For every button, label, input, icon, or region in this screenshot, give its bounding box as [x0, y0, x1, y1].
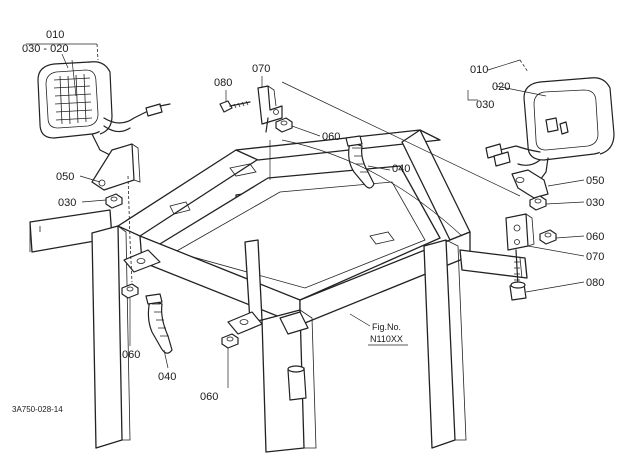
top-nut-060 [275, 117, 293, 133]
guide-line-arc [281, 139, 463, 237]
callout-left-010: 010 [46, 29, 64, 41]
left-bracket [91, 143, 141, 283]
callout-top-070: 070 [252, 63, 270, 75]
left-nut-030 [105, 193, 123, 209]
top-bolt-080 [219, 100, 251, 113]
callout-right-030b: 030 [586, 197, 604, 209]
callout-bottom-060: 060 [200, 391, 218, 403]
fig-ref-line2: N110XX [370, 334, 403, 344]
guide-line-top [281, 81, 521, 197]
callout-right-080: 080 [586, 277, 604, 289]
fig-ref-line1: Fig.No. [372, 322, 401, 332]
leader-lines [26, 43, 585, 388]
left-work-lamp [37, 61, 171, 157]
callout-labels: 010 030 - 020 080 070 060 040 050 030 06… [22, 29, 604, 403]
callout-left-low-040: 040 [158, 371, 176, 383]
callout-right-040: 040 [392, 163, 410, 175]
right-nut-060 [539, 229, 557, 245]
figure-reference: Fig.No. N110XX [368, 322, 408, 346]
callout-left-030: 030 [58, 197, 76, 209]
left-nut-060 [121, 283, 139, 299]
lamp-lens-grid [53, 73, 93, 125]
callout-right-070: 070 [586, 251, 604, 263]
callout-top-080: 080 [214, 77, 232, 89]
right-bolt-080 [509, 249, 527, 301]
left-hose-band [145, 293, 173, 354]
right-bracket-070 [505, 213, 535, 251]
canopy-frame [29, 129, 528, 453]
callout-right-060: 060 [586, 231, 604, 243]
top-bracket-070 [257, 85, 283, 133]
right-hose-band [345, 135, 375, 189]
bottom-nut-060 [221, 333, 239, 349]
callout-left-low-060: 060 [122, 349, 140, 361]
right-nut-030 [529, 195, 547, 211]
callout-right-010: 010 [470, 64, 488, 76]
callout-right-020: 020 [492, 81, 510, 93]
callout-right-030: 030 [476, 99, 494, 111]
callout-right-050: 050 [586, 175, 604, 187]
footer-drawing-code: 3A750-028-14 [12, 405, 63, 414]
right-work-lamp [485, 77, 615, 181]
callout-left-050: 050 [56, 171, 74, 183]
callout-left-030-020: 030 - 020 [22, 43, 68, 55]
callout-top-060: 060 [322, 131, 340, 143]
right-bracket [511, 169, 549, 199]
